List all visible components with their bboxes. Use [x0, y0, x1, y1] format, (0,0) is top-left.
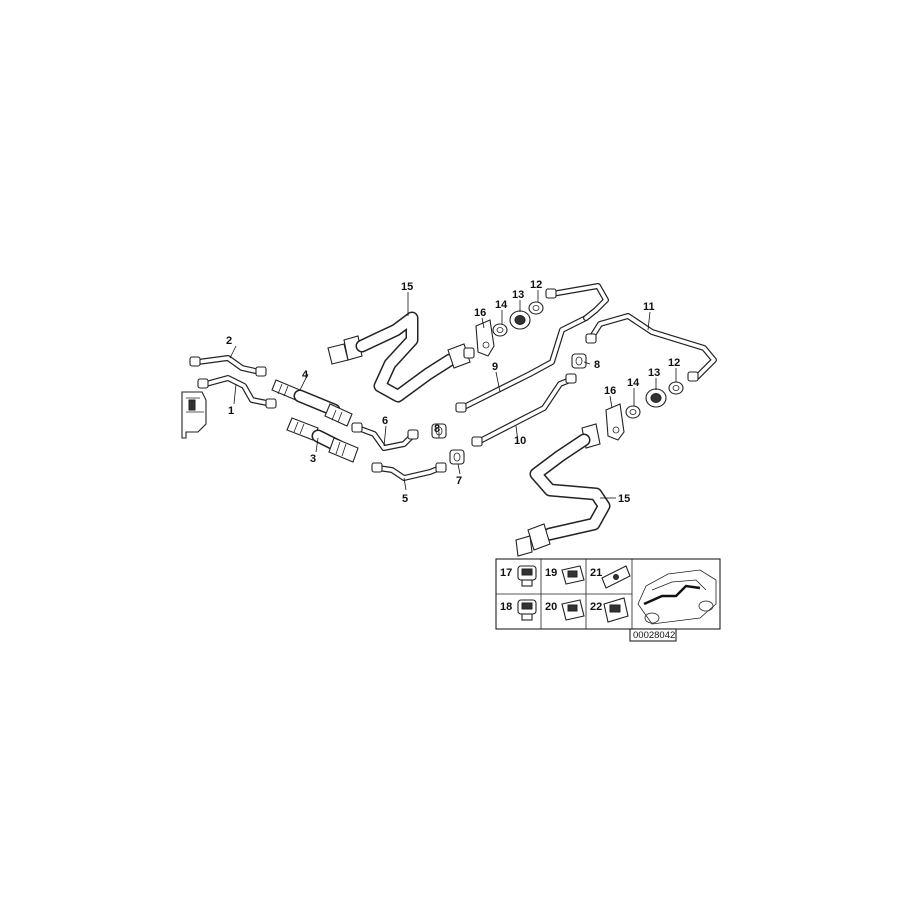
clip-21 — [601, 565, 631, 589]
washer-14-upper — [492, 323, 508, 337]
pipe-11 — [585, 313, 717, 382]
grommet-13-lower — [645, 388, 667, 408]
callout-21: 21 — [590, 567, 602, 579]
callout-6: 6 — [382, 415, 388, 427]
hose-4 — [271, 379, 353, 427]
clip-18 — [517, 599, 537, 621]
part-8-upper — [571, 353, 587, 369]
callout-5: 5 — [402, 493, 408, 505]
pipe-10 — [471, 373, 577, 447]
callout-15-lower: 15 — [618, 493, 630, 505]
callout-13-lower: 13 — [648, 367, 660, 379]
hose-15-lower — [515, 423, 611, 557]
callout-16-lower: 16 — [604, 385, 616, 397]
washer-12-lower — [668, 381, 684, 395]
grommet-13-upper — [509, 310, 531, 330]
callout-14-upper: 14 — [495, 299, 508, 311]
washer-12-upper — [528, 301, 544, 315]
callout-18: 18 — [500, 601, 512, 613]
pipe-1 — [197, 375, 277, 409]
pipe-2 — [189, 355, 267, 377]
pipe-5 — [371, 462, 447, 481]
inset-panel: 17 18 19 20 21 22 — [495, 558, 721, 642]
callout-labels: 1 2 3 4 5 6 7 8 8 9 10 11 12 12 13 13 14… — [226, 279, 680, 505]
leader-lines — [229, 290, 677, 499]
callout-20: 20 — [545, 601, 557, 613]
callout-4: 4 — [302, 369, 309, 381]
callout-13-upper: 13 — [512, 289, 524, 301]
hose-3 — [286, 417, 359, 463]
callout-22: 22 — [590, 601, 602, 613]
callout-2: 2 — [226, 335, 232, 347]
clip-22 — [603, 597, 629, 623]
bracket-16-lower — [605, 403, 625, 441]
callout-19: 19 — [545, 567, 557, 579]
callout-11: 11 — [643, 301, 655, 313]
clip-20 — [561, 599, 585, 621]
washer-14-lower — [625, 405, 641, 419]
pipe-upper-right — [545, 283, 609, 321]
callout-1: 1 — [228, 405, 234, 417]
mounting-bracket-left — [181, 391, 207, 439]
clip-17 — [517, 565, 537, 587]
callout-7: 7 — [456, 475, 462, 487]
callout-14-lower: 14 — [627, 377, 640, 389]
callout-10: 10 — [514, 435, 526, 447]
pipe-9 — [455, 315, 589, 413]
hose-15-upper — [327, 311, 475, 403]
callout-12-upper: 12 — [530, 279, 542, 291]
pipe-6 — [351, 422, 419, 451]
car-outline — [637, 569, 717, 625]
callout-8-lower: 8 — [434, 423, 440, 435]
callout-9: 9 — [492, 361, 498, 373]
callout-3: 3 — [310, 453, 316, 465]
callout-12-lower: 12 — [668, 357, 680, 369]
callout-8-upper: 8 — [594, 359, 600, 371]
diagram-code: 00028042 — [633, 630, 675, 641]
callout-16-upper: 16 — [474, 307, 486, 319]
clip-19 — [561, 565, 585, 585]
bracket-16-upper — [475, 319, 495, 357]
part-7 — [449, 449, 465, 465]
callout-15-upper: 15 — [401, 281, 413, 293]
callout-17: 17 — [500, 567, 512, 579]
